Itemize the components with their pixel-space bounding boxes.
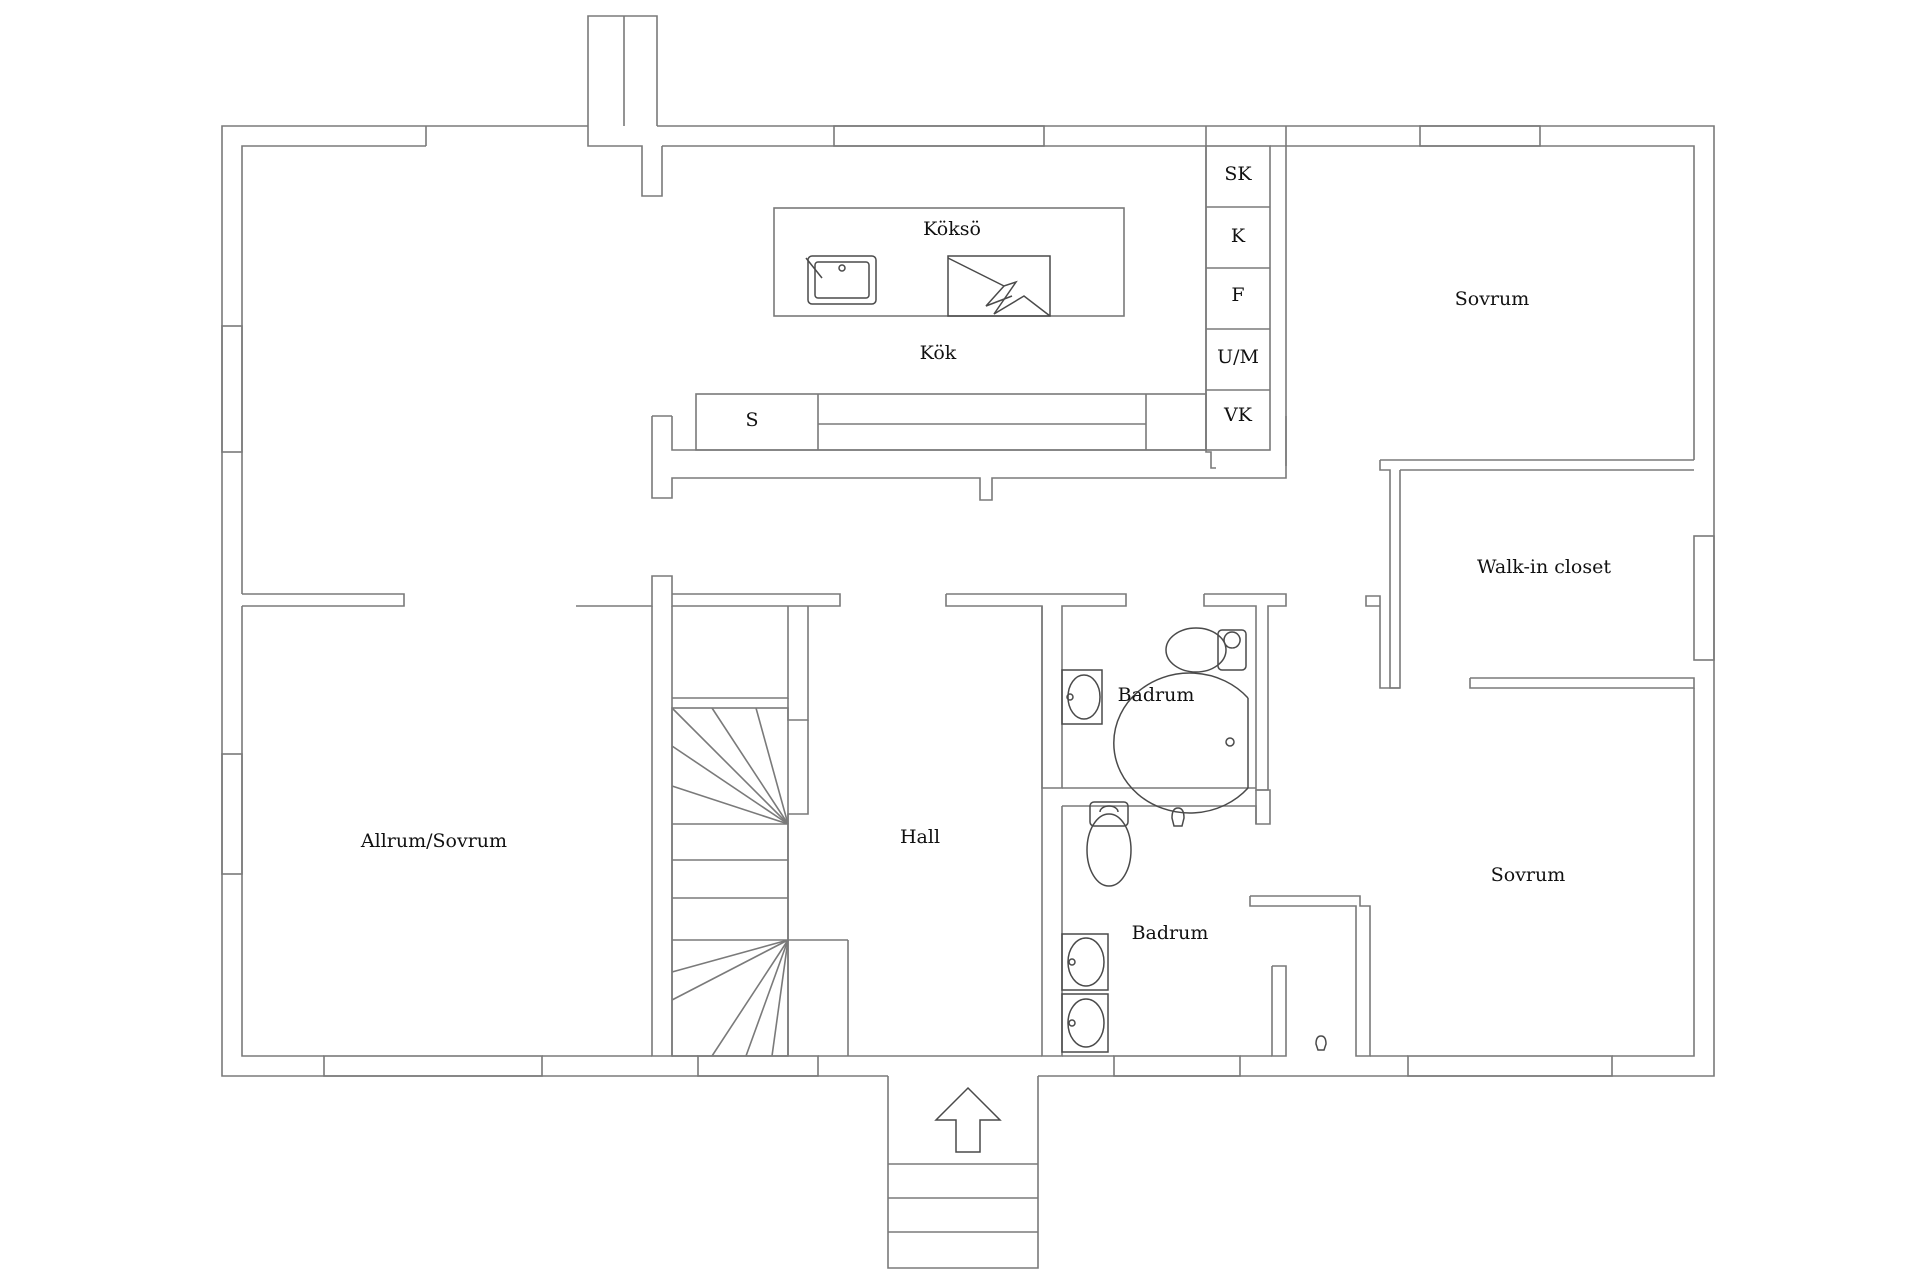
counter-label-s: S	[745, 409, 758, 431]
toilet-icon	[1165, 627, 1247, 673]
room-label-sovrum-top: Sovrum	[1455, 288, 1530, 310]
cabinet-label-vk: VK	[1223, 404, 1253, 426]
kitchen-counter	[695, 393, 1207, 451]
kitchen-island	[773, 207, 1125, 317]
room-label-allrum: Allrum/Sovrum	[360, 830, 507, 852]
room-label-badrum-bottom: Badrum	[1132, 922, 1209, 944]
staircase-icon	[671, 707, 849, 1057]
basin-icon	[1061, 933, 1109, 991]
room-label-walkin: Walk-in closet	[1477, 556, 1611, 578]
interior-walls	[241, 145, 1695, 1057]
shower-icon	[1113, 672, 1249, 814]
faucet-icon	[1171, 807, 1185, 827]
room-label-sovrum-bottom: Sovrum	[1491, 864, 1566, 886]
cabinet-label-f: F	[1231, 284, 1244, 306]
arrow-up-icon	[934, 1086, 1002, 1153]
faucet-icon	[1315, 1035, 1327, 1051]
room-label-badrum-top: Badrum	[1118, 684, 1195, 706]
room-label-hall: Hall	[900, 826, 940, 848]
room-label-koksoe: Köksö	[923, 218, 981, 240]
cabinet-label-k: K	[1231, 225, 1246, 247]
toilet-icon	[1086, 801, 1132, 887]
chimney	[587, 15, 663, 197]
entrance-steps	[887, 1076, 1039, 1269]
basin-icon	[1061, 669, 1103, 725]
cabinet-label-sk: SK	[1224, 163, 1252, 185]
sink-icon	[805, 255, 877, 305]
basin-icon	[1061, 993, 1109, 1053]
cabinet-label-um: U/M	[1217, 346, 1259, 368]
stove-icon	[947, 255, 1051, 317]
room-label-kok: Kök	[920, 342, 957, 364]
